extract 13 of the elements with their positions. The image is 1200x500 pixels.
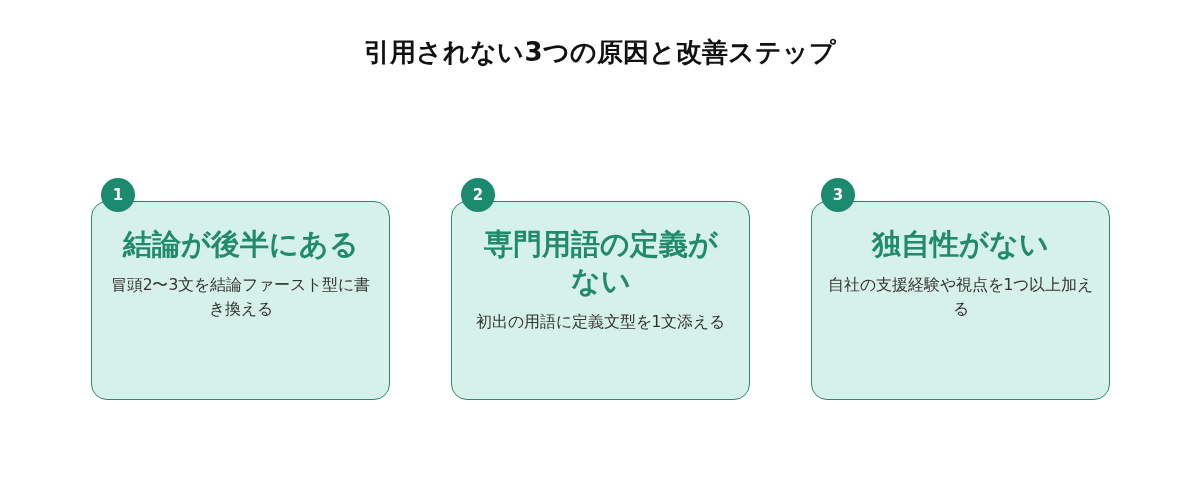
number-badge: 3 (821, 178, 855, 212)
number-badge: 2 (461, 178, 495, 212)
number-badge: 1 (101, 178, 135, 212)
card-heading: 専門用語の定義がない (482, 226, 719, 300)
card-description: 自社の支援経験や視点を1つ以上加える (826, 275, 1095, 320)
card-description: 初出の用語に定義文型を1文添える (474, 312, 727, 333)
card-heading: 結論が後半にある (121, 226, 360, 263)
card-heading: 独自性がない (870, 226, 1050, 263)
cause-card (451, 201, 750, 400)
card-description: 冒頭2〜3文を結論ファースト型に書き換える (109, 275, 372, 320)
cause-card (91, 201, 390, 400)
cause-card (811, 201, 1110, 400)
diagram-title: 引用されない3つの原因と改善ステップ (363, 36, 837, 69)
